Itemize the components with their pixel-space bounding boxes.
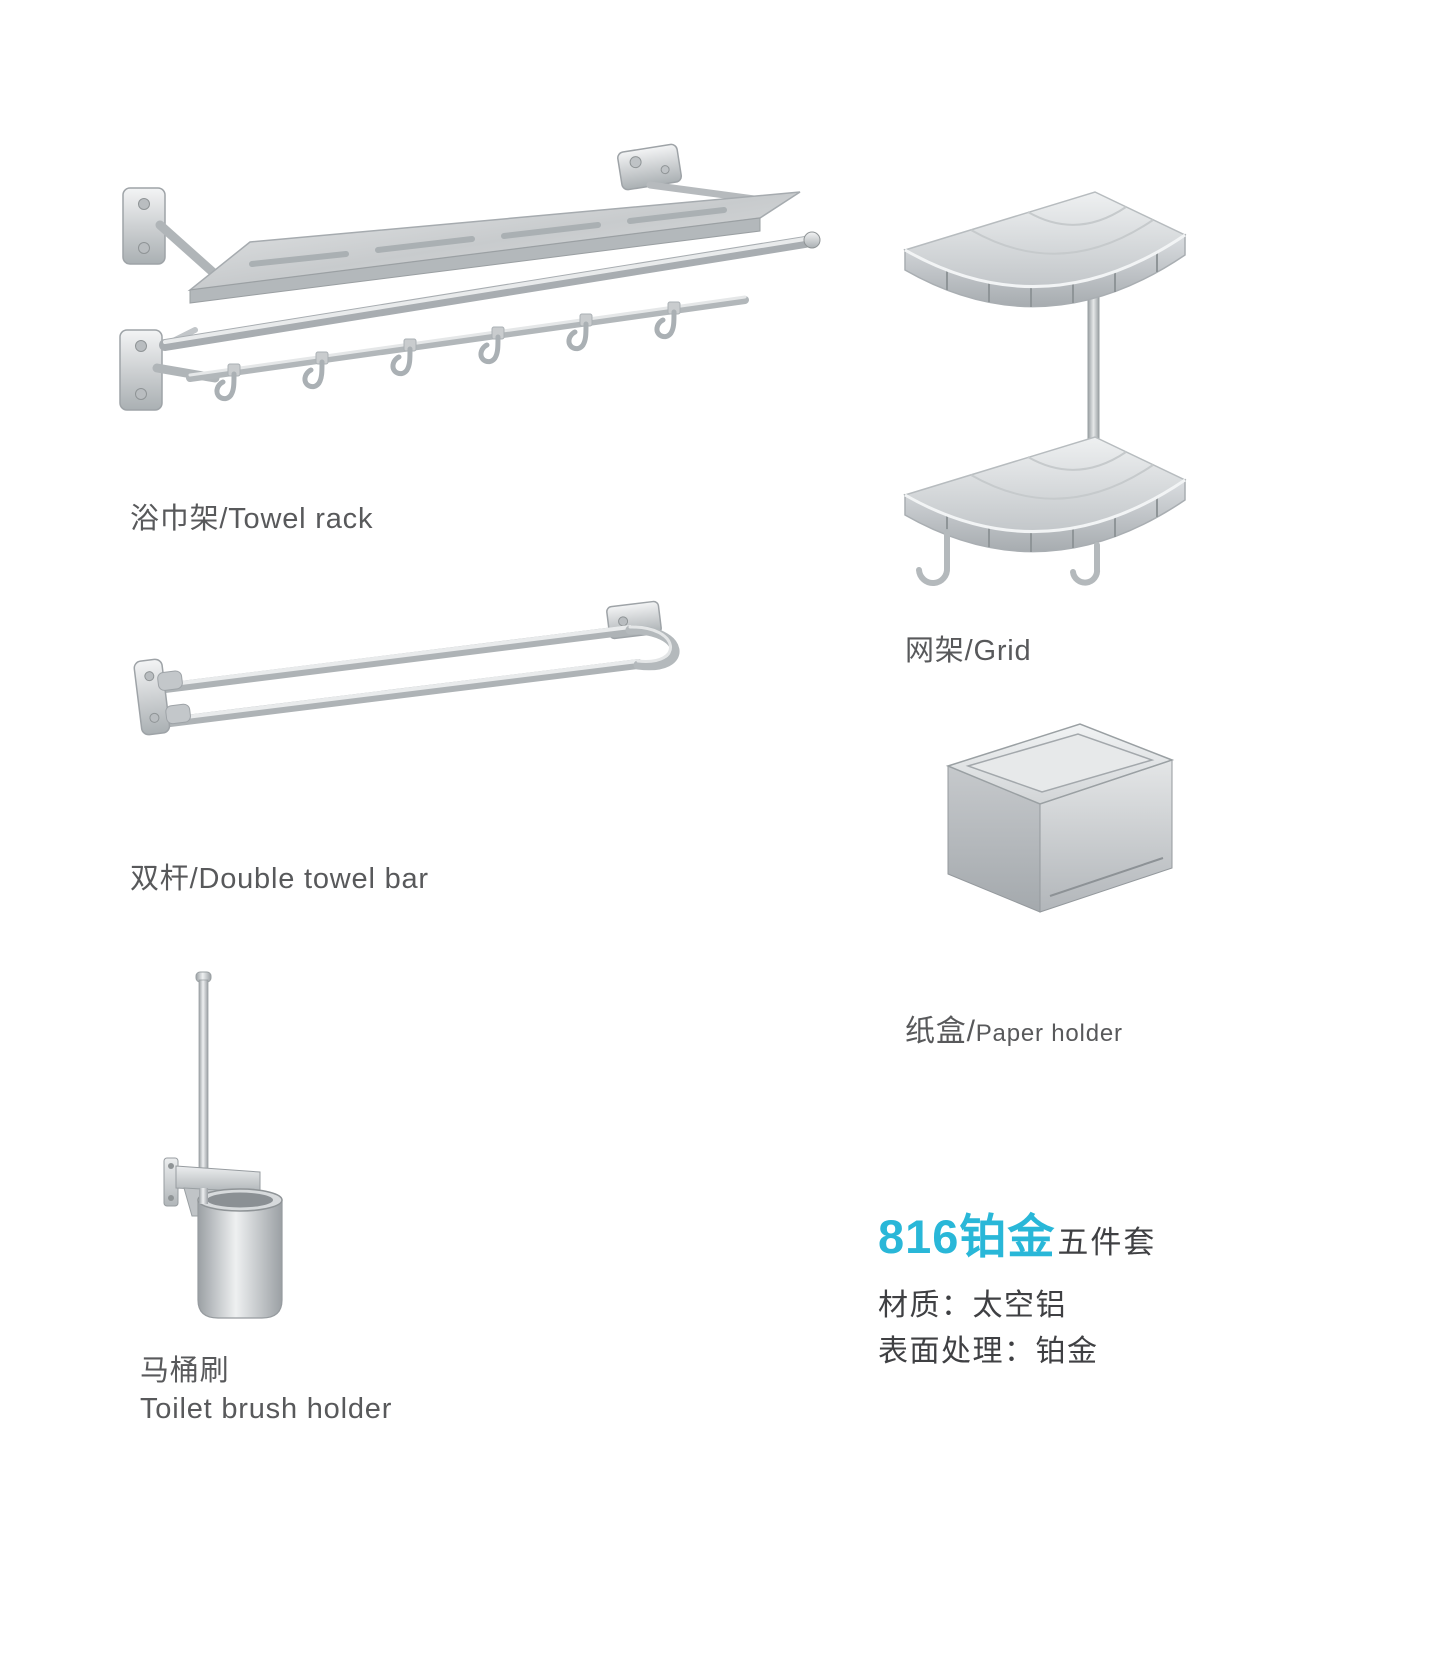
set-title-suffix: 五件套 xyxy=(1057,1225,1157,1260)
paper-holder-label: 纸盒/Paper holder xyxy=(905,1006,1123,1050)
set-title: 816铂金五件套 xyxy=(878,1198,1156,1267)
set-title-model: 816铂金 xyxy=(878,1210,1056,1263)
paper-holder-label-en: Paper holder xyxy=(975,1020,1123,1047)
towel-rack-label: 浴巾架/Towel rack xyxy=(130,503,374,535)
toilet-brush-label: 马桶刷 Toilet brush holder xyxy=(140,1352,392,1428)
grid-label: 网架/Grid xyxy=(905,635,1032,667)
toilet-brush-label-en: Toilet brush holder xyxy=(140,1393,393,1425)
spec-list: 材质：太空铝 表面处理：铂金 xyxy=(878,1283,1099,1375)
paper-holder-photo xyxy=(945,723,1175,913)
toilet-brush-label-cn: 马桶刷 xyxy=(140,1355,230,1387)
double-towel-bar-photo xyxy=(133,600,680,736)
corner-grid-photo xyxy=(903,191,1187,587)
spec-surface-finish: 表面处理：铂金 xyxy=(878,1335,1099,1368)
double-towel-bar-label: 双杆/Double towel bar xyxy=(130,863,429,895)
towel-rack-photo xyxy=(119,143,821,411)
spec-material: 材质：太空铝 xyxy=(878,1289,1067,1322)
toilet-brush-photo xyxy=(163,971,283,1319)
paper-holder-label-cn: 纸盒/ xyxy=(905,1015,976,1048)
